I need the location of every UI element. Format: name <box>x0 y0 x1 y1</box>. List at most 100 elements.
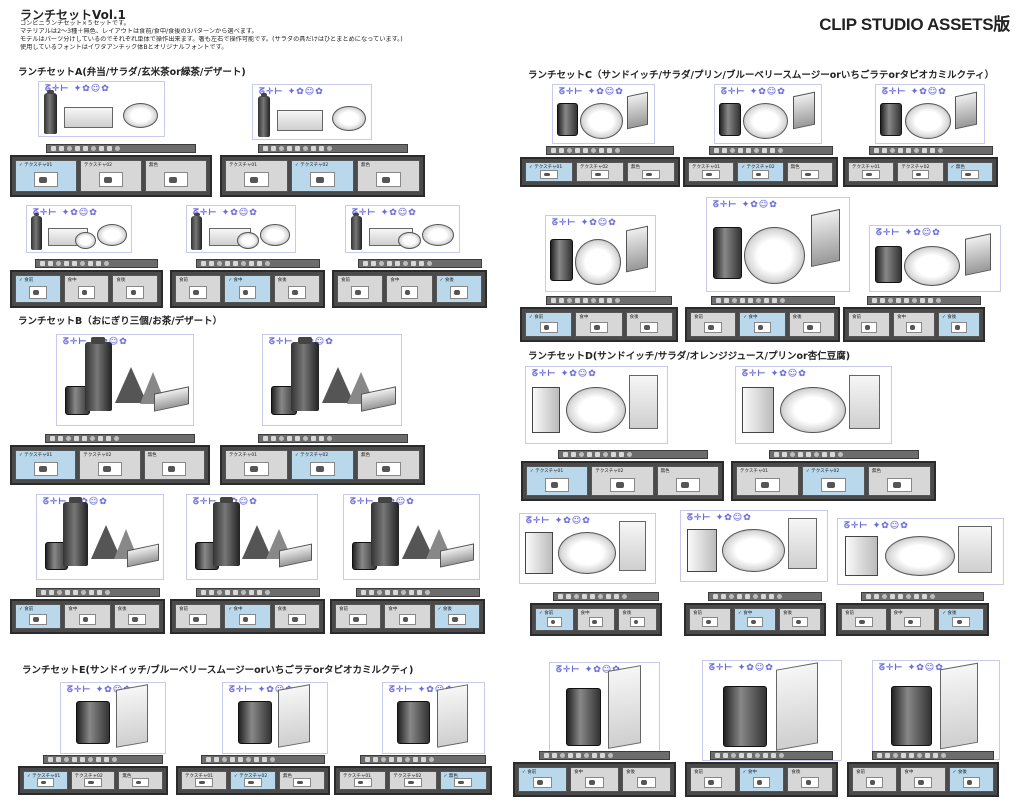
toolbar-button-icon[interactable] <box>763 753 769 758</box>
toolbar-button-icon[interactable] <box>583 148 588 153</box>
toolbar-button-icon[interactable] <box>608 753 614 758</box>
toolbar-button-icon[interactable] <box>75 146 80 151</box>
toolbar-button-icon[interactable] <box>310 436 316 441</box>
object-toolbar[interactable] <box>257 434 408 443</box>
toolbar-button-icon[interactable] <box>590 298 596 303</box>
option-cell-during[interactable]: 食中 <box>575 312 623 337</box>
toolbar-button-icon[interactable] <box>48 590 54 595</box>
toolbar-button-icon[interactable] <box>48 261 54 266</box>
toolbar-button-icon[interactable] <box>582 298 588 303</box>
toolbar-button-icon[interactable] <box>591 148 596 153</box>
toolbar-button-icon[interactable] <box>769 594 775 599</box>
toolbar-button-icon[interactable] <box>408 590 414 595</box>
toolbar-button-icon[interactable] <box>88 590 94 595</box>
object-toolbar[interactable] <box>195 588 320 597</box>
toolbar-button-icon[interactable] <box>930 594 936 599</box>
toolbar-button-icon[interactable] <box>72 590 78 595</box>
option-cell-after[interactable]: ✓ 食後 <box>938 312 980 337</box>
toolbar-button-icon[interactable] <box>904 298 910 303</box>
option-cell-during[interactable]: 食中 <box>63 275 110 303</box>
toolbar-button-icon[interactable] <box>614 298 620 303</box>
toolbar-button-icon[interactable] <box>896 298 902 303</box>
toolbar-button-icon[interactable] <box>713 594 719 599</box>
option-cell-before[interactable]: 食前 <box>852 767 898 792</box>
toolbar-button-icon[interactable] <box>779 298 785 303</box>
option-cell-none[interactable]: 無色 <box>627 162 675 182</box>
toolbar-button-icon[interactable] <box>721 148 727 153</box>
toolbar-button-icon[interactable] <box>372 757 378 762</box>
option-cell-none[interactable]: 無色 <box>279 771 325 790</box>
option-cell-before[interactable]: 食前 <box>335 604 382 629</box>
option-cell-after[interactable]: 食後 <box>273 604 320 629</box>
toolbar-button-icon[interactable] <box>600 753 606 758</box>
toolbar-button-icon[interactable] <box>558 594 564 599</box>
toolbar-button-icon[interactable] <box>813 452 819 457</box>
toolbar-button-icon[interactable] <box>362 261 368 266</box>
toolbar-button-icon[interactable] <box>200 590 206 595</box>
toolbar-button-icon[interactable] <box>262 146 268 151</box>
toolbar-button-icon[interactable] <box>912 298 918 303</box>
toolbar-button-icon[interactable] <box>936 298 942 303</box>
option-cell-tex2[interactable]: テクスチャ02 <box>591 466 654 496</box>
object-toolbar[interactable] <box>46 144 196 153</box>
toolbar-button-icon[interactable] <box>558 298 564 303</box>
toolbar-button-icon[interactable] <box>615 148 620 153</box>
toolbar-button-icon[interactable] <box>412 757 418 762</box>
toolbar-button-icon[interactable] <box>115 146 120 151</box>
toolbar-button-icon[interactable] <box>763 298 769 303</box>
toolbar-button-icon[interactable] <box>318 146 324 151</box>
toolbar-button-icon[interactable] <box>80 590 86 595</box>
object-toolbar[interactable] <box>861 592 984 601</box>
option-cell-after[interactable]: 食後 <box>618 608 658 631</box>
toolbar-button-icon[interactable] <box>614 594 620 599</box>
toolbar-button-icon[interactable] <box>424 590 430 595</box>
toolbar-button-icon[interactable] <box>254 757 260 762</box>
toolbar-button-icon[interactable] <box>777 594 783 599</box>
toolbar-button-icon[interactable] <box>729 148 735 153</box>
toolbar-button-icon[interactable] <box>58 436 63 441</box>
toolbar-button-icon[interactable] <box>270 436 276 441</box>
toolbar-button-icon[interactable] <box>114 436 119 441</box>
toolbar-button-icon[interactable] <box>598 298 604 303</box>
toolbar-button-icon[interactable] <box>59 146 64 151</box>
toolbar-button-icon[interactable] <box>602 452 608 457</box>
toolbar-button-icon[interactable] <box>590 594 596 599</box>
toolbar-button-icon[interactable] <box>208 261 214 266</box>
toolbar-button-icon[interactable] <box>386 261 392 266</box>
option-cell-tex2[interactable]: テクスチャ02 <box>576 162 624 182</box>
toolbar-button-icon[interactable] <box>376 590 382 595</box>
option-cell-none[interactable]: ✓ 無色 <box>946 162 993 182</box>
toolbar-button-icon[interactable] <box>262 436 268 441</box>
toolbar-button-icon[interactable] <box>755 753 761 758</box>
toolbar-button-icon[interactable] <box>368 590 374 595</box>
toolbar-button-icon[interactable] <box>216 590 222 595</box>
option-cell-none[interactable]: 無色 <box>357 450 420 480</box>
toolbar-button-icon[interactable] <box>626 452 632 457</box>
toolbar-button-icon[interactable] <box>731 298 737 303</box>
object-toolbar[interactable] <box>708 146 833 155</box>
toolbar-button-icon[interactable] <box>747 753 753 758</box>
option-cell-during[interactable]: ✓ 食中 <box>224 275 271 303</box>
option-cell-tex1[interactable]: ✓ テクスチャ01 <box>23 771 68 790</box>
toolbar-button-icon[interactable] <box>729 594 735 599</box>
toolbar-button-icon[interactable] <box>566 298 572 303</box>
option-cell-before[interactable]: 食前 <box>175 275 222 303</box>
option-cell-tex1[interactable]: テクスチャ01 <box>225 450 288 480</box>
toolbar-button-icon[interactable] <box>384 590 390 595</box>
toolbar-button-icon[interactable] <box>80 261 86 266</box>
toolbar-button-icon[interactable] <box>737 148 743 153</box>
option-cell-after[interactable]: 食後 <box>273 275 320 303</box>
toolbar-button-icon[interactable] <box>208 590 214 595</box>
option-cell-none[interactable]: 無色 <box>357 160 420 192</box>
object-toolbar[interactable] <box>35 588 160 597</box>
toolbar-button-icon[interactable] <box>622 594 628 599</box>
object-toolbar[interactable] <box>257 144 408 153</box>
option-cell-before[interactable]: 食前 <box>689 608 731 631</box>
toolbar-button-icon[interactable] <box>739 753 745 758</box>
toolbar-button-icon[interactable] <box>64 261 70 266</box>
toolbar-button-icon[interactable] <box>428 757 434 762</box>
toolbar-button-icon[interactable] <box>805 452 811 457</box>
option-cell-tex2[interactable]: ✓ テクスチャ02 <box>737 162 784 182</box>
toolbar-button-icon[interactable] <box>370 261 376 266</box>
toolbar-button-icon[interactable] <box>723 298 729 303</box>
